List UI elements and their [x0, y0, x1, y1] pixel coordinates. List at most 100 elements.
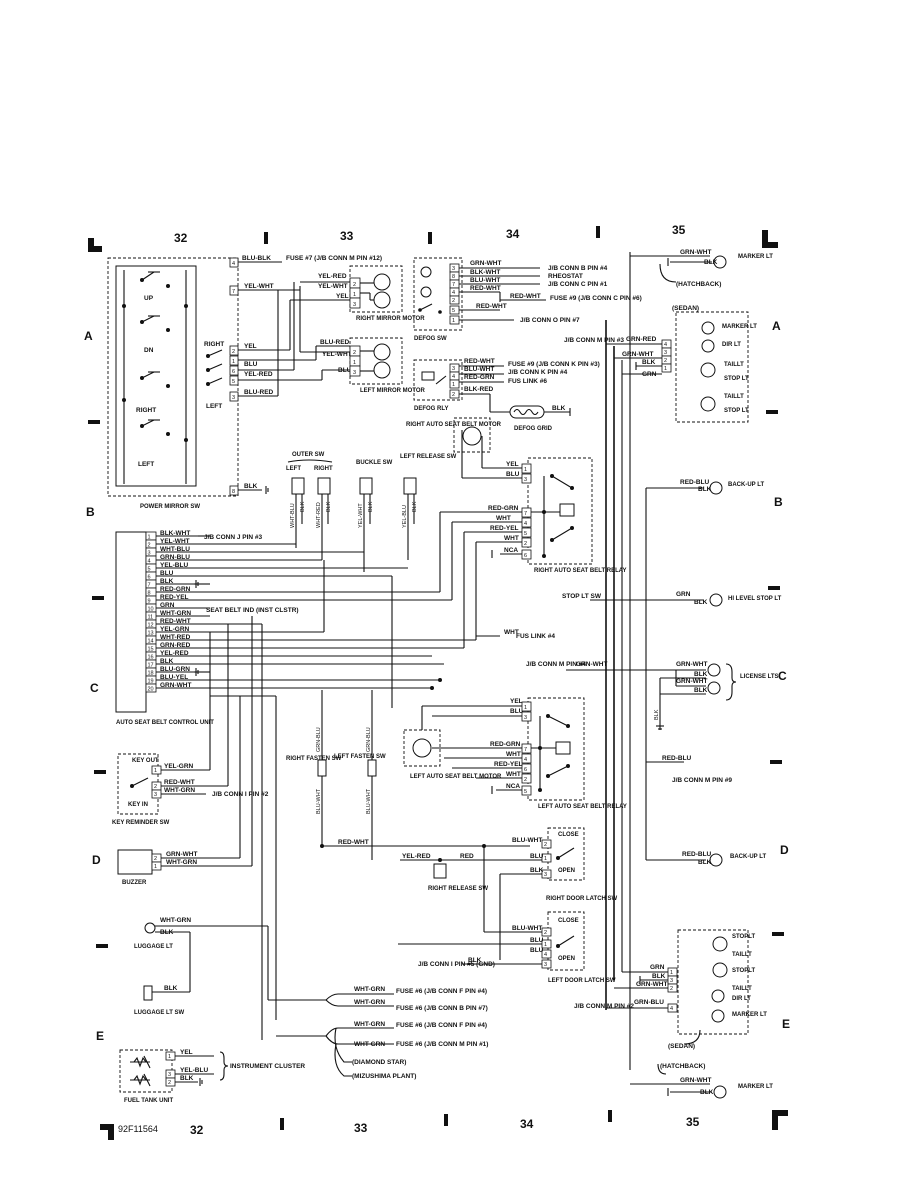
svg-text:RIGHT DOOR LATCH SW: RIGHT DOOR LATCH SW	[546, 896, 618, 902]
svg-text:5: 5	[452, 308, 455, 314]
svg-text:7: 7	[232, 289, 235, 295]
svg-text:4: 4	[524, 521, 527, 527]
left-auto-seat-belt-motor: LEFT AUTO SEAT BELT MOTOR	[403, 705, 522, 780]
ground-symbols	[195, 258, 669, 1096]
control-unit-pin-number: 12	[148, 622, 154, 628]
svg-text:3: 3	[232, 395, 235, 401]
svg-text:3: 3	[452, 266, 455, 272]
svg-text:(HATCHBACK): (HATCHBACK)	[660, 1063, 705, 1070]
right-mirror-motor: 2 1 3 RIGHT MIRROR MOTOR	[349, 265, 425, 322]
svg-text:WHT-GRN: WHT-GRN	[354, 1041, 385, 1048]
svg-text:YEL: YEL	[336, 293, 349, 300]
control-unit-wire-label: YEL-WHT	[160, 538, 190, 545]
svg-text:5: 5	[232, 379, 235, 385]
control-unit-pin-number: 3	[148, 550, 151, 556]
svg-text:YEL-RED: YEL-RED	[244, 371, 273, 378]
mirror-selector-left-label: LEFT	[206, 403, 222, 410]
svg-text:WHT-RED: WHT-RED	[316, 502, 322, 528]
svg-text:BLK: BLK	[654, 709, 660, 720]
svg-text:STOP LT: STOP LT	[724, 408, 749, 414]
svg-text:WHT: WHT	[504, 535, 519, 542]
power-mirror-sw-label: POWER MIRROR SW	[140, 504, 200, 510]
svg-text:STOP LT SW: STOP LT SW	[562, 593, 602, 600]
col-label-35-top: 35	[672, 223, 686, 237]
svg-text:WHT-BLU: WHT-BLU	[290, 503, 296, 528]
svg-text:6: 6	[524, 767, 527, 773]
svg-text:BLK: BLK	[694, 671, 708, 678]
col-tick	[444, 1114, 448, 1126]
svg-text:BLK: BLK	[468, 957, 482, 964]
svg-text:4: 4	[232, 261, 235, 267]
ref-fuse7: FUSE #7 (J/B CONN M PIN #12)	[286, 255, 382, 262]
control-unit-wire-label: YEL-BLU	[160, 562, 188, 569]
control-unit-pin-number: 10	[148, 606, 154, 612]
svg-text:BLU: BLU	[506, 471, 520, 478]
rear-lamp-cluster-sedan: (SEDAN) MARKER LT DIR LT TAILLT STOP LT …	[661, 305, 757, 423]
rear-lamp-cluster-hatchback: STOPLT TAILLT STOPLT TAILLT DIR LT MARKE…	[667, 929, 767, 1035]
svg-text:BACK-UP LT: BACK-UP LT	[730, 854, 766, 860]
control-unit-pin-number: 2	[148, 542, 151, 548]
control-unit-wire-label: RED-WHT	[160, 618, 191, 625]
svg-text:WHT-GRN: WHT-GRN	[354, 986, 385, 993]
control-unit-pin-number: 4	[148, 558, 151, 564]
svg-text:7: 7	[524, 511, 527, 517]
svg-text:3: 3	[664, 350, 667, 356]
svg-text:2: 2	[524, 777, 527, 783]
svg-text:FUSE #6 (J/B CONN F PIN #4): FUSE #6 (J/B CONN F PIN #4)	[396, 1022, 487, 1029]
control-unit-pin-number: 15	[148, 646, 154, 652]
svg-text:2: 2	[664, 358, 667, 364]
col-tick	[280, 1118, 284, 1130]
svg-text:WHT-GRN: WHT-GRN	[164, 787, 195, 794]
row-label-D-right: D	[780, 843, 789, 857]
svg-text:RIGHT FASTEN SW: RIGHT FASTEN SW	[286, 756, 342, 762]
right-mirror-motor-label: RIGHT MIRROR MOTOR	[356, 316, 425, 322]
col-label-34-bottom: 34	[520, 1117, 534, 1131]
svg-text:2: 2	[154, 856, 157, 862]
col-label-34-top: 34	[506, 227, 520, 241]
right-door-latch-switch: CLOSE OPEN 2 1 3 RIGHT DOOR LATCH SW	[541, 827, 618, 902]
control-unit-wire-label: RED-YEL	[160, 594, 189, 601]
mirror-up-label: UP	[144, 295, 154, 302]
svg-text:2: 2	[353, 350, 356, 356]
svg-text:MARKER LT: MARKER LT	[722, 324, 757, 330]
right-fasten-switch: RIGHT FASTEN SW GRN-BLU BLU-WHT	[286, 690, 342, 846]
svg-text:2: 2	[232, 349, 235, 355]
svg-text:TAILLT: TAILLT	[724, 394, 744, 400]
svg-text:DIR LT: DIR LT	[722, 342, 741, 348]
left-mirror-motor-label: LEFT MIRROR MOTOR	[360, 388, 426, 394]
svg-text:BLK: BLK	[164, 985, 178, 992]
svg-text:YEL-GRN: YEL-GRN	[164, 763, 194, 770]
svg-text:LEFT AUTO SEAT BELT MOTOR: LEFT AUTO SEAT BELT MOTOR	[410, 774, 502, 780]
svg-text:WHT-GRN: WHT-GRN	[354, 1021, 385, 1028]
svg-text:GRN-WHT: GRN-WHT	[680, 249, 711, 256]
control-unit-pin-number: 11	[148, 614, 154, 620]
svg-text:RIGHT: RIGHT	[314, 466, 333, 472]
svg-text:5: 5	[524, 789, 527, 795]
control-unit-pin-number: 20	[148, 686, 154, 692]
svg-text:BLU-RED: BLU-RED	[244, 389, 274, 396]
svg-text:GRN-RED: GRN-RED	[626, 336, 657, 343]
defog-relay: 3 4 1 2 DEFOG RLY	[413, 359, 463, 412]
svg-text:YEL-WHT: YEL-WHT	[358, 503, 364, 528]
control-unit-wire-label: GRN-WHT	[160, 682, 191, 689]
defog-rly-label: DEFOG RLY	[414, 406, 448, 412]
svg-text:BLU: BLU	[530, 937, 544, 944]
svg-text:GRN-BLU: GRN-BLU	[316, 727, 322, 752]
row-label-A-left: A	[84, 329, 93, 343]
svg-text:TAILLT: TAILLT	[724, 362, 744, 368]
svg-text:BLK: BLK	[368, 501, 374, 512]
svg-text:RED-GRN: RED-GRN	[464, 374, 495, 381]
svg-text:2: 2	[452, 298, 455, 304]
col-label-32-top: 32	[174, 231, 188, 245]
svg-text:FUEL TANK UNIT: FUEL TANK UNIT	[124, 1098, 173, 1104]
control-unit-pin-number: 14	[148, 638, 154, 644]
control-unit-pin-number: 5	[148, 566, 151, 572]
svg-text:BLK: BLK	[300, 501, 306, 512]
svg-text:(HATCHBACK): (HATCHBACK)	[676, 281, 721, 288]
svg-text:RED-YEL: RED-YEL	[490, 525, 519, 532]
defog-grid: BLK DEFOG GRID	[509, 405, 571, 432]
svg-text:BACK-UP LT: BACK-UP LT	[728, 482, 764, 488]
svg-text:1: 1	[353, 360, 356, 366]
svg-text:HI LEVEL STOP LT: HI LEVEL STOP LT	[728, 596, 782, 602]
